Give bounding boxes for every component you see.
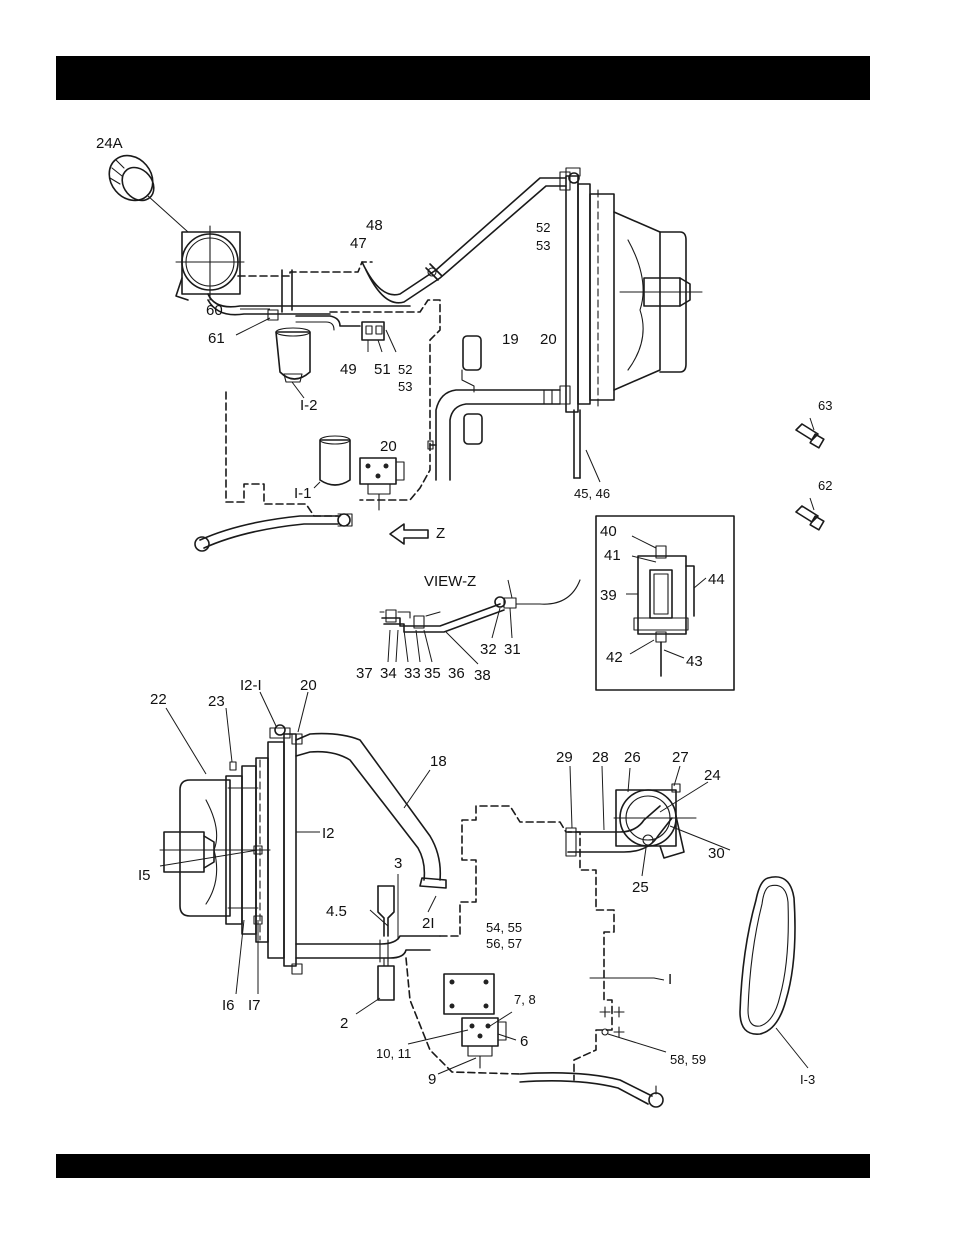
label-36: 36 <box>448 665 465 682</box>
label-39: 39 <box>600 587 617 604</box>
relay-lower <box>462 1018 506 1068</box>
lower-assembly <box>160 692 808 1107</box>
label-47: 47 <box>350 235 367 252</box>
label-63: 63 <box>818 398 832 413</box>
part-1-2-filter <box>276 328 310 398</box>
label-3: 3 <box>394 855 402 872</box>
label-view-z: VIEW-Z <box>424 573 476 590</box>
label-56-57: 56, 57 <box>486 936 522 951</box>
label-4-5: 4.5 <box>326 903 347 920</box>
fan-shroud-upper <box>614 212 702 390</box>
label-22: 22 <box>150 691 167 708</box>
label-24a: 24A <box>96 135 123 152</box>
label-26: 26 <box>624 749 641 766</box>
label-1-3: I-3 <box>800 1072 815 1087</box>
water-pump-lower <box>614 784 696 858</box>
label-62: 62 <box>818 478 832 493</box>
label-12: I2 <box>322 825 335 842</box>
label-35: 35 <box>424 665 441 682</box>
sensor-63 <box>796 418 824 448</box>
sensor-62 <box>796 498 824 530</box>
label-58-59: 58, 59 <box>670 1052 706 1067</box>
upper-assembly <box>100 147 702 551</box>
label-17: I7 <box>248 997 261 1014</box>
label-44: 44 <box>708 571 725 588</box>
label-19: 19 <box>502 331 519 348</box>
radiator-upper <box>560 168 614 478</box>
label-21: 2I <box>422 915 435 932</box>
label-29: 29 <box>556 749 573 766</box>
label-7-8: 7, 8 <box>514 992 536 1007</box>
label-51: 51 <box>374 361 391 378</box>
label-33: 33 <box>404 665 421 682</box>
label-1: I <box>668 971 672 988</box>
water-pump-housing-upper <box>176 226 244 300</box>
label-37: 37 <box>356 665 373 682</box>
part-49-switch <box>362 322 396 352</box>
part-1-3-belt <box>740 877 795 1034</box>
label-10-11: 10, 11 <box>376 1046 411 1061</box>
label-20-upper: 20 <box>540 331 557 348</box>
label-9: 9 <box>428 1071 436 1088</box>
part-1-1-filter <box>314 436 350 488</box>
label-34: 34 <box>380 665 397 682</box>
label-1-2: I-2 <box>300 397 318 414</box>
relay-bracket <box>360 458 404 510</box>
label-20-middle: 20 <box>380 438 397 455</box>
label-23: 23 <box>208 693 225 710</box>
label-49: 49 <box>340 361 357 378</box>
label-41: 41 <box>604 547 621 564</box>
label-31: 31 <box>504 641 521 658</box>
label-54-55: 54, 55 <box>486 920 522 935</box>
label-40: 40 <box>600 523 617 540</box>
label-16: I6 <box>222 997 235 1014</box>
label-z-arrow: Z <box>436 525 445 542</box>
label-42: 42 <box>606 649 623 666</box>
label-15: I5 <box>138 867 151 884</box>
label-45-46: 45, 46 <box>574 486 610 501</box>
label-60: 60 <box>206 302 223 319</box>
label-6: 6 <box>520 1033 528 1050</box>
label-52-lower: 52 <box>398 362 412 377</box>
label-24: 24 <box>704 767 721 784</box>
label-48: 48 <box>366 217 383 234</box>
label-61: 61 <box>208 330 225 347</box>
label-53-lower: 53 <box>398 379 412 394</box>
label-20-lower: 20 <box>300 677 317 694</box>
label-28: 28 <box>592 749 609 766</box>
label-53-upper: 53 <box>536 238 550 253</box>
label-52-upper: 52 <box>536 220 550 235</box>
label-38: 38 <box>474 667 491 684</box>
label-18: 18 <box>430 753 447 770</box>
label-30: 30 <box>708 845 725 862</box>
label-2: 2 <box>340 1015 348 1032</box>
label-1-1: I-1 <box>294 485 312 502</box>
label-25: 25 <box>632 879 649 896</box>
label-32: 32 <box>480 641 497 658</box>
label-12-1: I2-I <box>240 677 262 694</box>
label-27: 27 <box>672 749 689 766</box>
label-43: 43 <box>686 653 703 670</box>
